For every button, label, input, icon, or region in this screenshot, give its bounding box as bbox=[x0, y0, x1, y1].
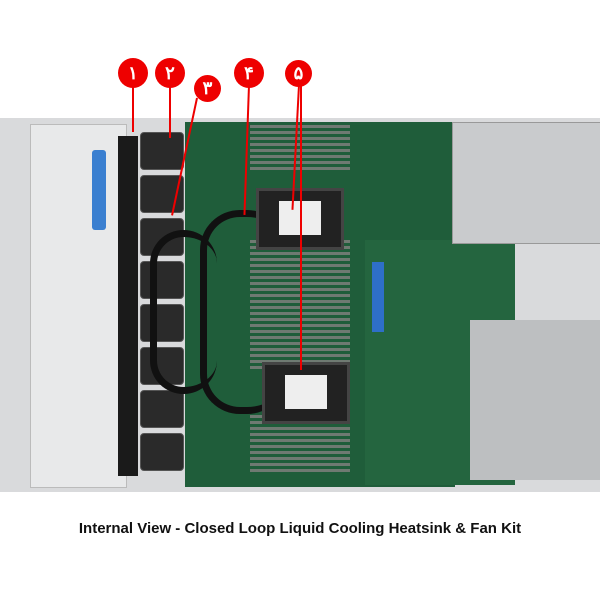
drive-bay bbox=[30, 124, 127, 488]
dimm-slot bbox=[250, 457, 350, 460]
dimm-slot bbox=[250, 451, 350, 454]
cold-plate-label bbox=[285, 375, 327, 409]
fan-module bbox=[140, 390, 184, 428]
blue-latch bbox=[92, 150, 106, 230]
fan-bracket bbox=[118, 136, 138, 476]
caption: Internal View - Closed Loop Liquid Cooli… bbox=[78, 520, 522, 537]
fan-module bbox=[140, 132, 184, 170]
callout-1: ۱ bbox=[118, 58, 148, 88]
fan-module bbox=[140, 304, 184, 342]
callout-5: ۵ bbox=[285, 60, 312, 87]
callout-line-2 bbox=[169, 85, 171, 138]
dimm-slot bbox=[250, 427, 350, 430]
dimm-slot bbox=[250, 445, 350, 448]
dimm-slot bbox=[250, 469, 350, 472]
callout-line-5b bbox=[300, 85, 302, 370]
power-supply bbox=[452, 122, 600, 244]
callout-2: ۲ bbox=[155, 58, 185, 88]
callout-4: ۴ bbox=[234, 58, 264, 88]
callout-line-1 bbox=[132, 85, 134, 132]
blue-handle bbox=[372, 262, 384, 332]
fan-module bbox=[140, 433, 184, 471]
cpu-cold-plate-2 bbox=[262, 362, 350, 424]
dimm-slot bbox=[250, 439, 350, 442]
coolant-tube bbox=[150, 230, 217, 394]
callout-3: ۳ bbox=[194, 75, 221, 102]
dimm-slot bbox=[250, 463, 350, 466]
riser-cage bbox=[470, 320, 600, 480]
dimm-slot bbox=[250, 433, 350, 436]
